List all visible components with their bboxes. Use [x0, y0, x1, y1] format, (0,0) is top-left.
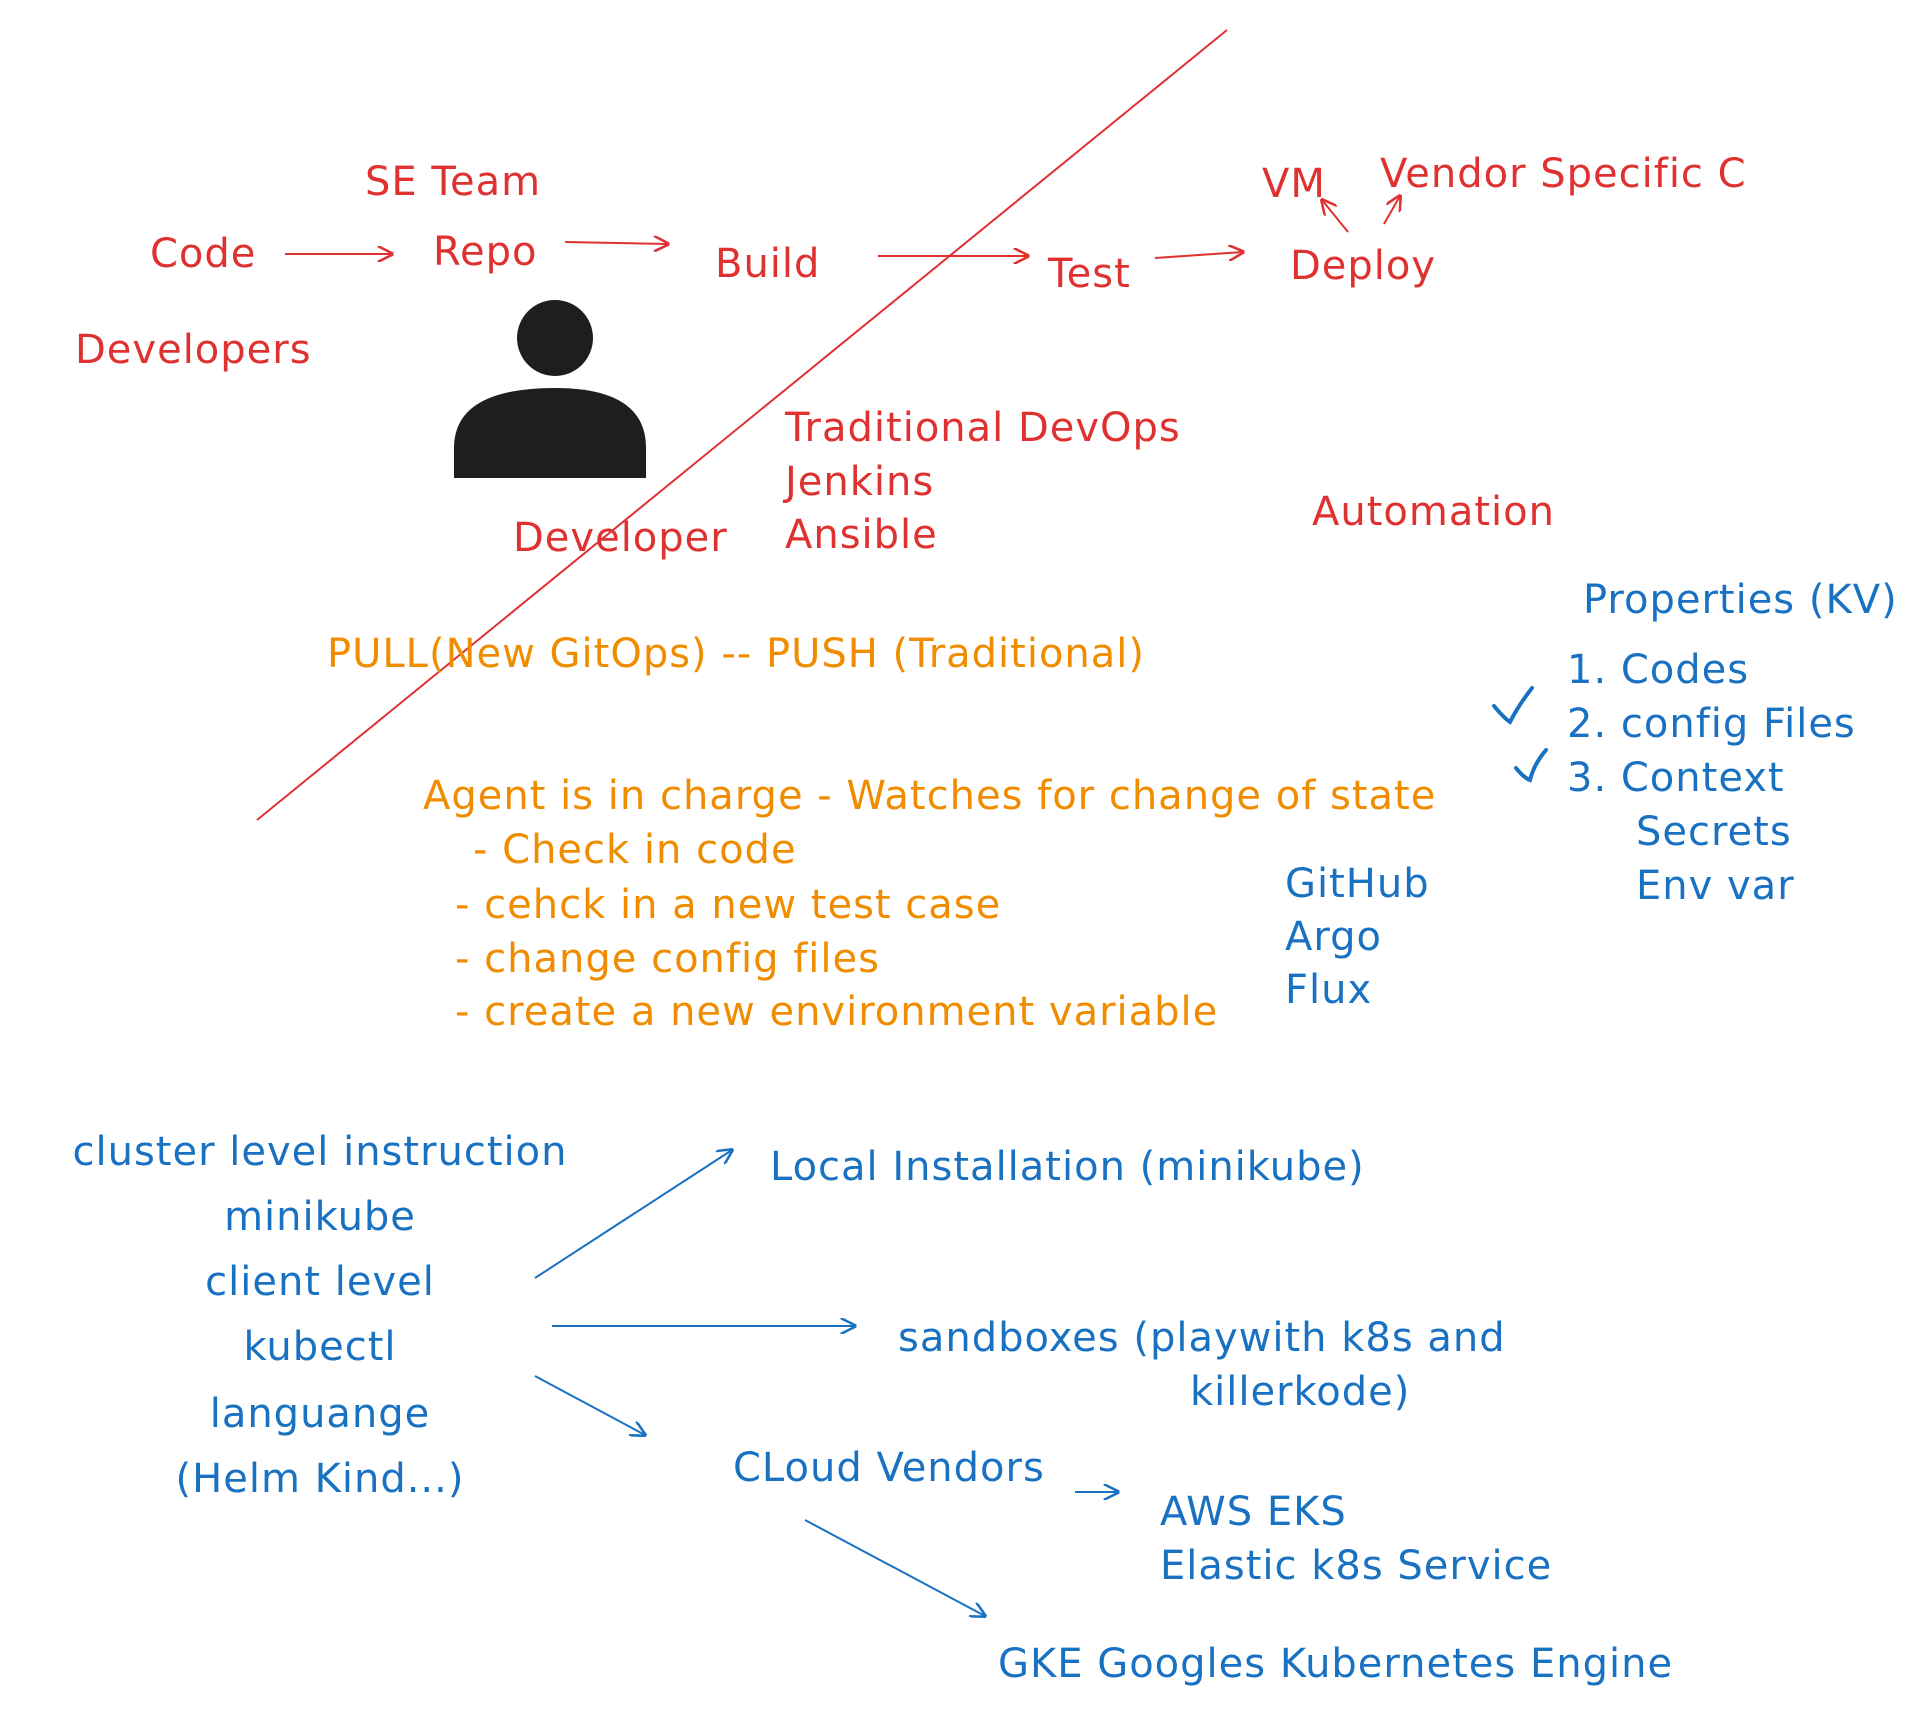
se-team-label: SE Team	[365, 159, 542, 205]
properties-title: Properties (KV)	[1583, 577, 1898, 623]
build-label: Build	[715, 241, 821, 287]
person-icon	[454, 300, 646, 478]
elastic-k8s-label: Elastic k8s Service	[1160, 1543, 1553, 1589]
gitops-tool-flux: Flux	[1285, 967, 1373, 1013]
deploy-label: Deploy	[1290, 243, 1437, 289]
vm-label: VM	[1262, 161, 1326, 207]
arrow-repo-to-build	[564, 242, 668, 244]
cluster-line: minikube	[224, 1194, 416, 1240]
gke-label: GKE Googles Kubernetes Engine	[998, 1641, 1674, 1687]
properties-item: 1. Codes	[1567, 647, 1750, 693]
properties-item: 2. config Files	[1567, 701, 1856, 747]
cluster-line: cluster level instruction	[72, 1129, 568, 1175]
automation-label: Automation	[1312, 489, 1555, 535]
arrow-to-cloud-vendors	[534, 1375, 645, 1435]
gitops-tool-argo: Argo	[1285, 914, 1382, 960]
arrow-deploy-to-vendor	[1383, 196, 1400, 225]
cloud-vendors-label: CLoud Vendors	[733, 1445, 1045, 1491]
properties-subitem: Secrets	[1636, 809, 1792, 855]
pull-push-label: PULL(New GitOps) -- PUSH (Traditional)	[327, 631, 1145, 677]
cluster-line: (Helm Kind...)	[175, 1456, 465, 1502]
agent-item: - create a new environment variable	[455, 989, 1219, 1035]
developers-label: Developers	[75, 327, 312, 373]
cluster-line: client level	[205, 1259, 435, 1305]
agent-heading: Agent is in charge - Watches for change …	[423, 773, 1437, 819]
arrow-deploy-to-vm	[1322, 200, 1349, 233]
properties-subitem: Env var	[1636, 863, 1795, 909]
cluster-line: languange	[209, 1391, 431, 1437]
test-label: Test	[1048, 251, 1131, 297]
repo-label: Repo	[433, 229, 538, 275]
check-mark-icon	[1514, 748, 1548, 783]
properties-item: 3. Context	[1567, 755, 1785, 801]
agent-item: - Check in code	[473, 827, 797, 873]
code-label: Code	[150, 231, 257, 277]
sandboxes-label-line2: killerkode)	[1190, 1369, 1411, 1415]
arrow-cloud-to-gke	[804, 1519, 985, 1616]
tool-ansible: Ansible	[785, 512, 938, 558]
agent-item: - change config files	[455, 936, 880, 982]
vendor-specific-label: Vendor Specific C	[1380, 151, 1747, 197]
developer-label: Developer	[513, 515, 728, 561]
check-mark-icon	[1492, 686, 1534, 725]
gitops-tool-github: GitHub	[1285, 861, 1430, 907]
cluster-line: kubectl	[243, 1324, 397, 1370]
local-installation-label: Local Installation (minikube)	[770, 1144, 1365, 1190]
traditional-devops-title: Traditional DevOps	[785, 405, 1181, 451]
aws-eks-label: AWS EKS	[1160, 1489, 1347, 1535]
sandboxes-label-line1: sandboxes (playwith k8s and	[898, 1315, 1506, 1361]
arrow-test-to-deploy	[1154, 252, 1243, 258]
agent-item: - cehck in a new test case	[455, 882, 1002, 928]
tool-jenkins: Jenkins	[785, 459, 935, 505]
